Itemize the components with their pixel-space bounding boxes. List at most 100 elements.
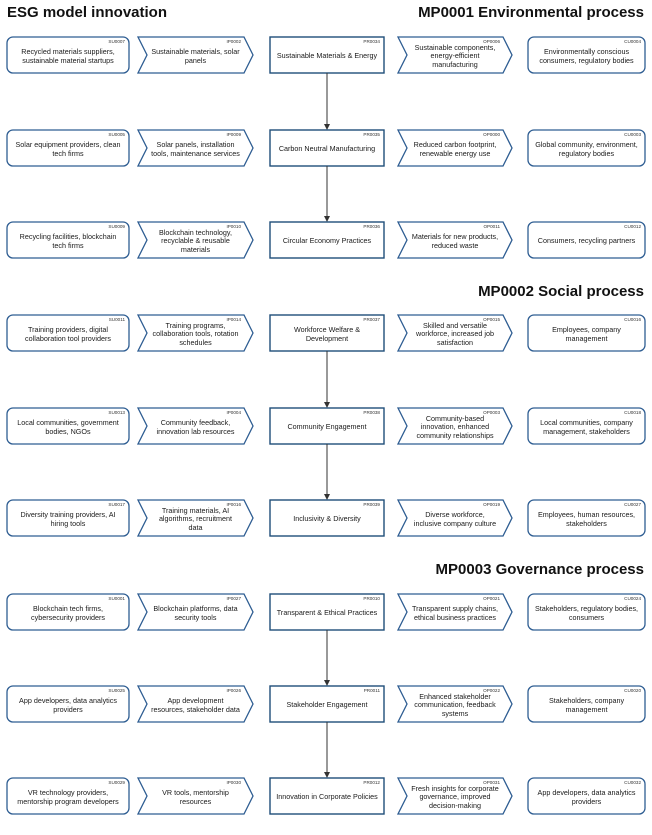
customer-box-s2-r1: [527, 314, 646, 352]
supplier-s1-r3-code: SU0009: [108, 224, 125, 229]
process-box-s2-r1: [269, 314, 385, 352]
input-s3-r1-code: IP0027: [226, 596, 241, 601]
customer-box-s3-r2: [527, 685, 646, 723]
process-s2-r1-label: Workforce Welfare & Development: [293, 324, 361, 343]
input-s1-r1-label: Sustainable materials, solar panels: [151, 46, 240, 65]
supplier-box-s3-r2: [6, 685, 130, 723]
output-chevron-s1-r2: [396, 129, 513, 167]
input-s1-r1-code: IP0002: [226, 39, 241, 44]
output-s1-r2-label: Reduced carbon footprint, renewable ener…: [413, 139, 497, 158]
supplier-box-s3-r3: [6, 777, 130, 815]
supplier-s3-r1-code: SU0001: [108, 596, 125, 601]
output-s2-r2-label: Community-based innovation, enhanced com…: [416, 413, 494, 440]
supplier-s1-r1-label: Recycled materials suppliers, sustainabl…: [21, 46, 115, 65]
output-s2-r1-label: Skilled and versatile workforce, increas…: [416, 320, 494, 347]
input-chevron-s2-r2: [136, 407, 254, 445]
customer-s2-r3-code: CU0027: [624, 502, 641, 507]
process-s2-r2-code: PR0038: [363, 410, 380, 415]
customer-s3-r2-label: Stakeholders, company management: [548, 695, 625, 714]
input-s3-r3-code: IP0030: [226, 780, 241, 785]
process-s3-r1-label: Transparent & Ethical Practices: [276, 608, 378, 618]
output-chevron-s2-r2: [396, 407, 513, 445]
supplier-box-s3-r1: [6, 593, 130, 631]
customer-s1-r1-code: CU0004: [624, 39, 641, 44]
supplier-s1-r2-code: SU0005: [108, 132, 125, 137]
customer-s2-r1-label: Employees, company management: [552, 324, 621, 343]
input-s2-r2-code: IP0004: [226, 410, 241, 415]
supplier-s3-r2-code: SU0025: [108, 688, 125, 693]
supplier-box-s1-r1: [6, 36, 130, 74]
section-title-1: MP0001 Environmental process: [418, 4, 644, 21]
input-s2-r3-code: IP0016: [226, 502, 241, 507]
process-s2-r3-code: PR0039: [363, 502, 380, 507]
customer-s3-r1-code: CU0024: [624, 596, 641, 601]
customer-s3-r3-label: App developers, data analytics providers: [537, 787, 636, 806]
process-box-s1-r3: [269, 221, 385, 259]
output-s3-r1-label: Transparent supply chains, ethical busin…: [411, 603, 499, 622]
output-s2-r3-label: Diverse workforce, inclusive company cul…: [413, 509, 497, 528]
process-s1-r1-label: Sustainable Materials & Energy: [276, 51, 378, 61]
customer-s1-r3-label: Consumers, recycling partners: [537, 236, 636, 246]
process-s3-r3-code: PR0012: [363, 780, 380, 785]
input-s2-r2-label: Community feedback, innovation lab resou…: [156, 417, 235, 436]
process-s1-r1-code: PR0034: [363, 39, 380, 44]
process-box-s2-r2: [269, 407, 385, 445]
customer-s3-r2-code: CU0020: [624, 688, 641, 693]
process-box-s1-r1: [269, 36, 385, 74]
process-s3-r2-code: PR0011: [363, 688, 380, 693]
input-s1-r2-label: Solar panels, installation tools, mainte…: [151, 139, 240, 158]
customer-box-s1-r1: [527, 36, 646, 74]
supplier-s3-r3-label: VR technology providers, mentorship prog…: [17, 787, 119, 806]
output-s2-r2-code: OP0003: [483, 410, 500, 415]
customer-box-s2-r2: [527, 407, 646, 445]
output-s3-r2-label: Enhanced stakeholder communication, feed…: [414, 691, 496, 718]
process-box-s2-r3: [269, 499, 385, 537]
supplier-s2-r1-code: SU0011: [108, 317, 125, 322]
supplier-s2-r3-code: SU0017: [108, 502, 125, 507]
customer-box-s3-r1: [527, 593, 646, 631]
input-s3-r1-label: Blockchain platforms, data security tool…: [153, 603, 238, 622]
supplier-s2-r2-code: SU0013: [108, 410, 125, 415]
supplier-box-s1-r3: [6, 221, 130, 259]
input-chevron-s3-r1: [136, 593, 254, 631]
customer-s1-r3-code: CU0012: [624, 224, 641, 229]
supplier-s1-r2-label: Solar equipment providers, clean tech fi…: [15, 139, 121, 158]
output-s3-r1-code: OP0021: [483, 596, 500, 601]
input-s3-r2-label: App development resources, stakeholder d…: [151, 695, 240, 714]
output-chevron-s1-r3: [396, 221, 513, 259]
process-box-s3-r2: [269, 685, 385, 723]
process-s2-r1-code: PR0037: [363, 317, 380, 322]
input-chevron-s2-r3: [136, 499, 254, 537]
output-s1-r2-code: OP0000: [483, 132, 500, 137]
customer-s3-r3-code: CU0032: [624, 780, 641, 785]
process-s1-r2-code: PR0035: [363, 132, 380, 137]
process-s1-r3-code: PR0036: [363, 224, 380, 229]
output-s3-r3-label: Fresh insights for corporate governance,…: [411, 783, 499, 810]
input-s1-r3-code: IP0010: [226, 224, 241, 229]
process-s3-r1-code: PR0010: [363, 596, 380, 601]
input-s3-r3-label: VR tools, mentorship resources: [162, 787, 229, 806]
supplier-box-s2-r1: [6, 314, 130, 352]
supplier-s3-r3-code: SU0029: [108, 780, 125, 785]
input-s1-r2-code: IP0009: [226, 132, 241, 137]
output-chevron-s3-r1: [396, 593, 513, 631]
process-box-s3-r3: [269, 777, 385, 815]
customer-s1-r1-label: Environmentally conscious consumers, reg…: [539, 46, 634, 65]
customer-s2-r3-label: Employees, human resources, stakeholders: [537, 509, 636, 528]
input-chevron-s1-r2: [136, 129, 254, 167]
output-chevron-s3-r2: [396, 685, 513, 723]
output-chevron-s2-r1: [396, 314, 513, 352]
customer-box-s1-r3: [527, 221, 646, 259]
supplier-box-s2-r2: [6, 407, 130, 445]
process-s1-r2-label: Carbon Neutral Manufacturing: [278, 144, 376, 154]
customer-s1-r2-code: CU0003: [624, 132, 641, 137]
supplier-s3-r1-label: Blockchain tech firms, cybersecurity pro…: [31, 603, 105, 622]
output-chevron-s3-r3: [396, 777, 513, 815]
input-chevron-s3-r2: [136, 685, 254, 723]
process-s3-r3-label: Innovation in Corporate Policies: [276, 792, 378, 802]
process-s2-r3-label: Inclusivity & Diversity: [293, 514, 361, 524]
supplier-s2-r3-label: Diversity training providers, AI hiring …: [20, 509, 116, 528]
supplier-s2-r2-label: Local communities, government bodies, NG…: [17, 417, 119, 436]
supplier-s1-r1-code: SU0007: [108, 39, 125, 44]
